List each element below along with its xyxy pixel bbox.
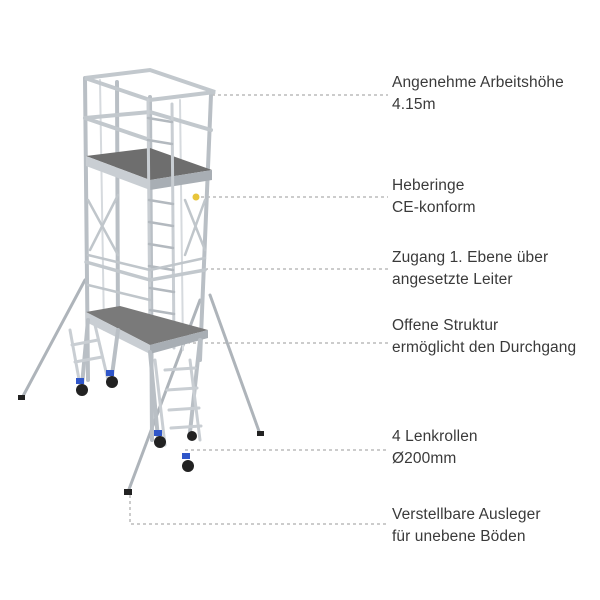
leader-line-outriggers (129, 495, 388, 525)
top-guardrail (83, 67, 216, 142)
callout-outriggers-line1: Verstellbare Ausleger (392, 506, 541, 523)
callout-open-structure: Offene Struktur ermöglicht den Durchgang (392, 315, 576, 359)
outrigger-foot-front (124, 489, 132, 495)
access-ladder (153, 358, 203, 447)
callout-leader-lines (129, 94, 388, 525)
castor-wheels (76, 370, 197, 472)
callout-lifting-rings-line2: CE-konform (392, 199, 476, 216)
castor-back-right (106, 370, 118, 388)
castor-front-left (154, 430, 166, 448)
outrigger-foot-right (257, 431, 264, 436)
callout-ladder-access-line2: angesetzte Leiter (392, 271, 513, 288)
callout-open-structure-line1: Offene Struktur (392, 317, 499, 334)
callout-outriggers-line2: für unebene Böden (392, 528, 526, 545)
callout-working-height-line1: Angenehme Arbeitshöhe (392, 74, 564, 91)
callout-castors: 4 Lenkrollen Ø200mm (392, 426, 478, 470)
callout-ladder-access: Zugang 1. Ebene über angesetzte Leiter (392, 247, 548, 291)
callout-ladder-access-line1: Zugang 1. Ebene über (392, 249, 549, 266)
castor-front-right (182, 453, 194, 472)
castor-back-left (76, 378, 88, 396)
lower-platform (86, 306, 208, 354)
callout-lifting-rings-line1: Heberinge (392, 177, 465, 194)
callout-working-height: Angenehme Arbeitshöhe 4.15m (392, 72, 564, 116)
callout-castors-line1: 4 Lenkrollen (392, 428, 478, 445)
callout-open-structure-line2: ermöglicht den Durchgang (392, 339, 577, 356)
diagonal-braces (86, 193, 207, 302)
callout-castors-line2: Ø200mm (392, 450, 457, 467)
callout-working-height-line2: 4.15m (392, 96, 436, 113)
callout-outriggers: Verstellbare Ausleger für unebene Böden (392, 504, 541, 548)
lifting-ring (192, 193, 200, 201)
scaffold-tower (18, 67, 264, 495)
outrigger-foot-left (18, 395, 25, 400)
callout-lifting-rings: Heberinge CE-konform (392, 175, 476, 219)
